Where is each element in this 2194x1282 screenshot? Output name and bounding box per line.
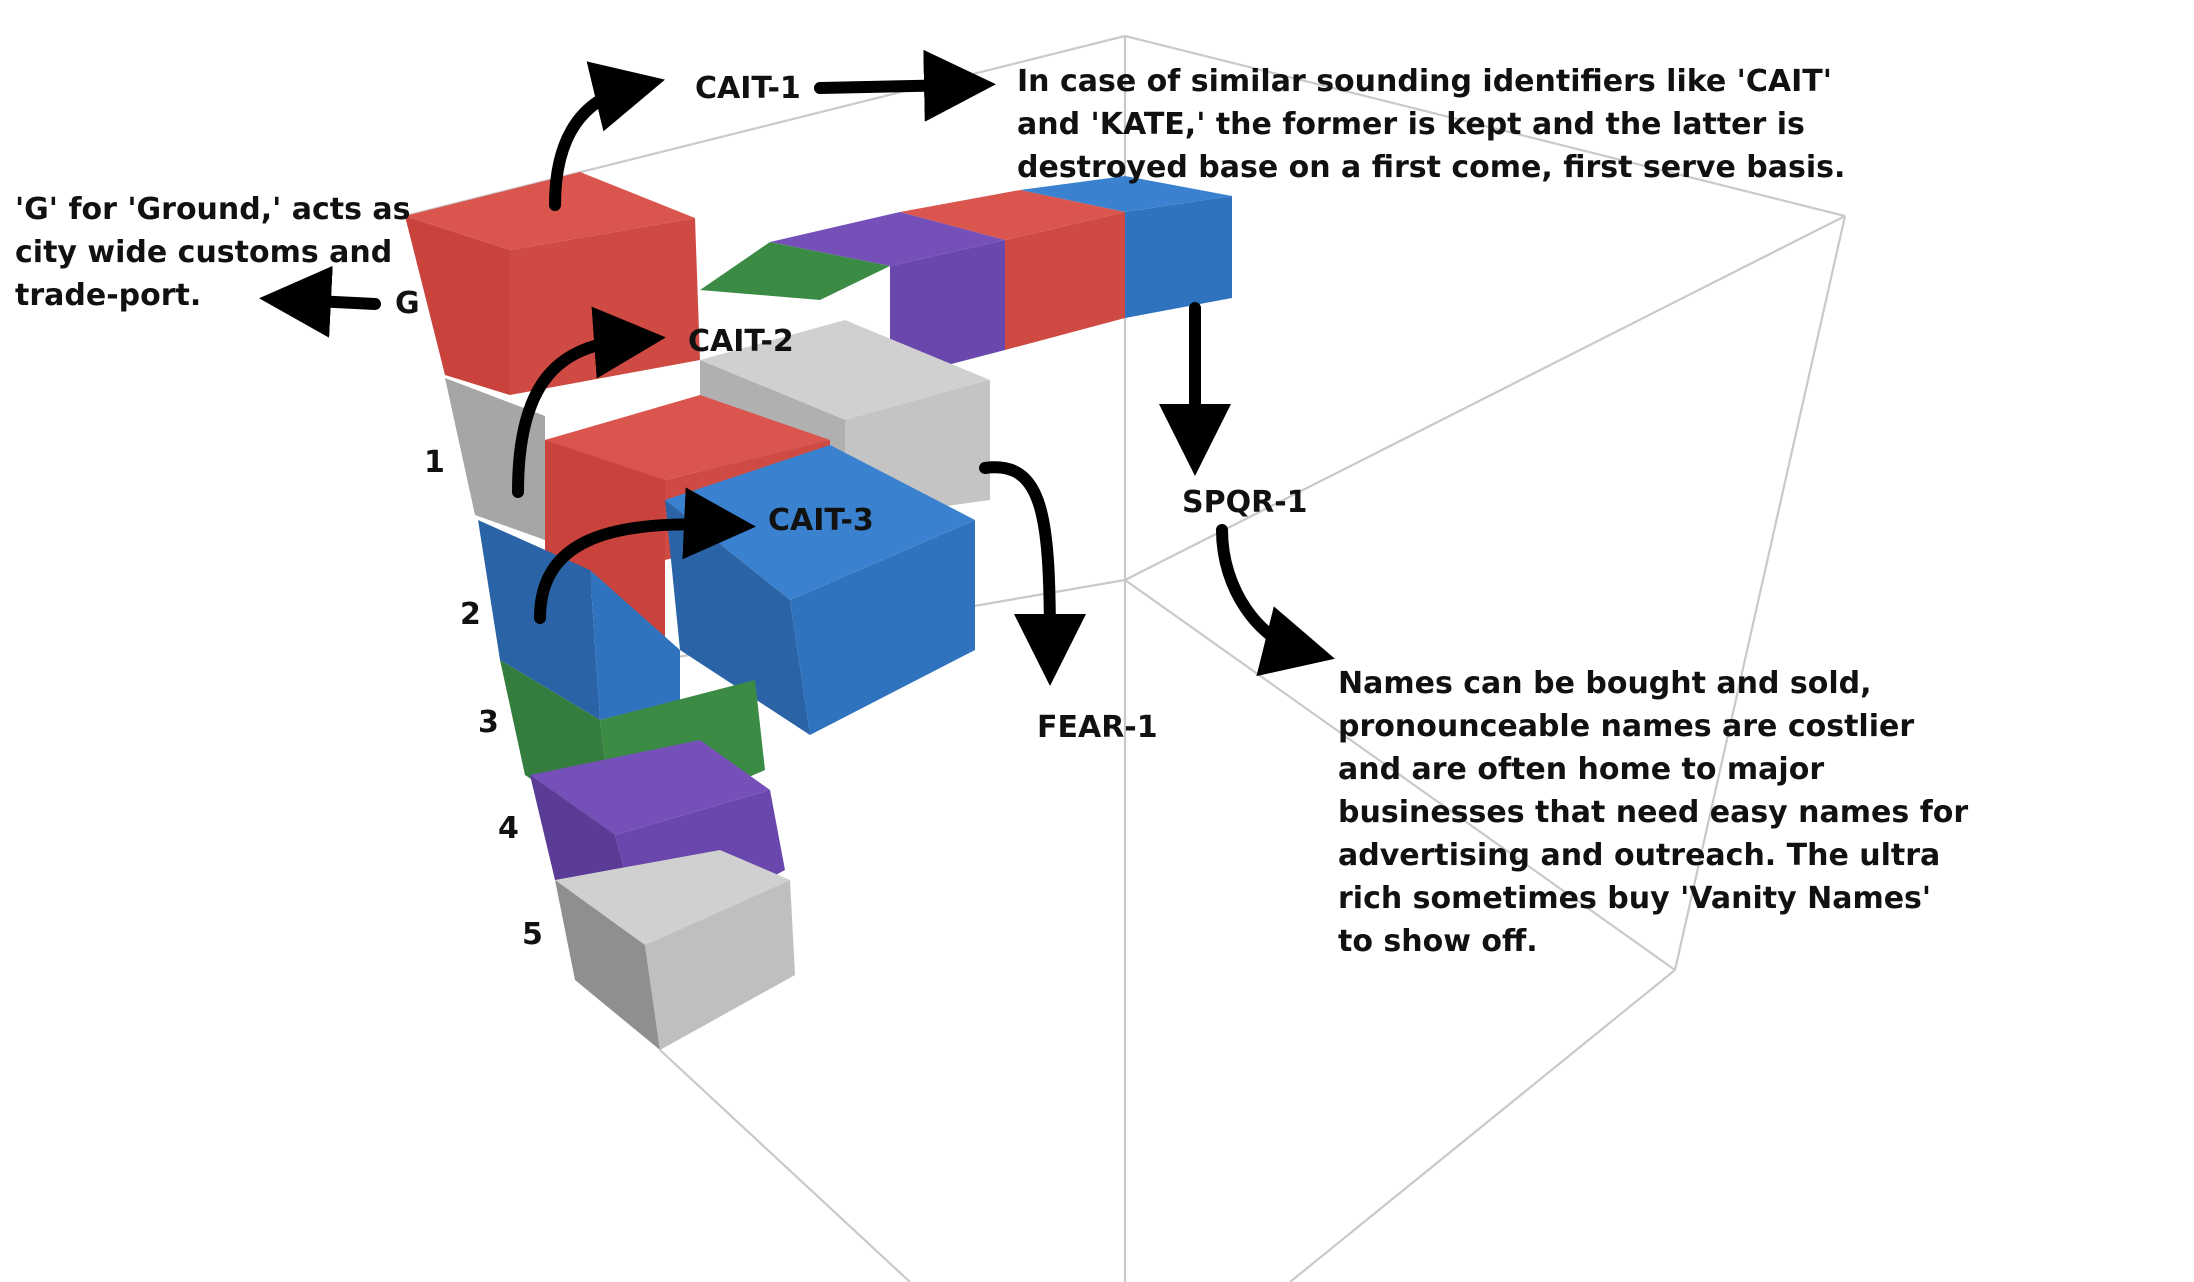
vertical-tower bbox=[405, 172, 975, 1050]
note-names-line: businesses that need easy names for bbox=[1338, 795, 1968, 830]
note-ground-line: city wide customs and bbox=[15, 235, 392, 270]
note-similar-line: and 'KATE,' the former is kept and the l… bbox=[1017, 107, 1805, 142]
note-ground-line: trade-port. bbox=[15, 278, 201, 313]
arrow-fear1 bbox=[979, 461, 1086, 686]
label-floor-2: 2 bbox=[460, 597, 481, 632]
floor-1-block bbox=[445, 378, 545, 540]
arrow-cait1 bbox=[549, 61, 666, 211]
cait3-block bbox=[790, 520, 975, 735]
arm-red-block bbox=[1005, 212, 1125, 350]
note-names-line: advertising and outreach. The ultra bbox=[1338, 838, 1940, 873]
note-names-line: Names can be bought and sold, bbox=[1338, 666, 1872, 701]
arm-purple-block bbox=[890, 240, 1005, 380]
label-cait3: CAIT-3 bbox=[768, 503, 874, 538]
arrow-names-note bbox=[1216, 524, 1335, 677]
arrow-ground bbox=[259, 265, 381, 338]
arrow-cait2 bbox=[512, 306, 666, 498]
floor-g-block bbox=[405, 216, 510, 395]
arm-green-block bbox=[700, 242, 890, 300]
note-similar-line: destroyed base on a first come, first se… bbox=[1017, 150, 1845, 185]
arrow-cait3 bbox=[534, 487, 756, 624]
note-names-line: to show off. bbox=[1338, 924, 1538, 959]
note-names-line: pronounceable names are costlier bbox=[1338, 709, 1914, 744]
note-names: Names can be bought and sold, pronouncea… bbox=[1338, 666, 1979, 959]
arm-blue-block bbox=[1125, 196, 1232, 318]
label-spqr1: SPQR-1 bbox=[1182, 485, 1308, 520]
note-similar: In case of similar sounding identifiers … bbox=[1017, 64, 1845, 185]
top-arm bbox=[700, 176, 1232, 380]
note-ground: 'G' for 'Ground,' acts as city wide cust… bbox=[15, 192, 421, 313]
label-fear1: FEAR-1 bbox=[1037, 710, 1158, 745]
note-ground-line: 'G' for 'Ground,' acts as bbox=[15, 192, 411, 227]
label-floor-3: 3 bbox=[478, 705, 499, 740]
floor-5-block bbox=[555, 880, 660, 1050]
arrow-cait1-note bbox=[814, 49, 996, 122]
label-cait1: CAIT-1 bbox=[695, 71, 801, 106]
note-names-line: and are often home to major bbox=[1338, 752, 1824, 787]
label-floor-1: 1 bbox=[424, 445, 445, 480]
arrows bbox=[259, 49, 1335, 686]
label-floor-g: G bbox=[395, 286, 420, 321]
note-names-line: rich sometimes buy 'Vanity Names' bbox=[1338, 881, 1931, 916]
note-similar-line: In case of similar sounding identifiers … bbox=[1017, 64, 1832, 99]
label-cait2: CAIT-2 bbox=[688, 324, 794, 359]
label-floor-5: 5 bbox=[522, 917, 543, 952]
label-floor-4: 4 bbox=[498, 811, 519, 846]
